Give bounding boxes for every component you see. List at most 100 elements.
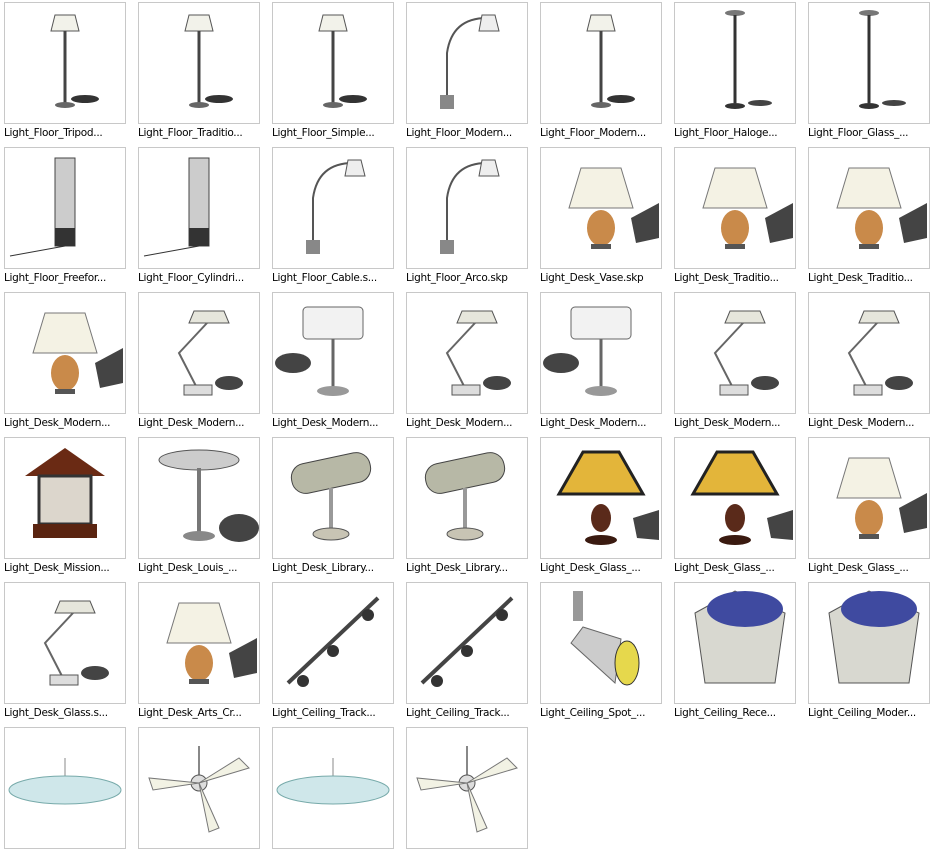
thumbnail[interactable]: [406, 147, 528, 269]
component-item[interactable]: Light_Ceiling_Moder...: [808, 582, 930, 719]
thumbnail[interactable]: [4, 2, 126, 124]
thumbnail[interactable]: [138, 437, 260, 559]
thumbnail[interactable]: [4, 727, 126, 849]
component-item[interactable]: Light_Floor_Modern...: [406, 2, 528, 139]
component-item[interactable]: Light_Floor_Traditio...: [138, 2, 260, 139]
component-item[interactable]: Light_Ceiling_Track...: [406, 582, 528, 719]
thumbnail[interactable]: [540, 582, 662, 704]
thumbnail[interactable]: [272, 437, 394, 559]
thumbnail[interactable]: [540, 147, 662, 269]
thumbnail[interactable]: [540, 292, 662, 414]
table-lamp-icon: [166, 602, 257, 684]
component-item[interactable]: Light_Floor_Freefor...: [4, 147, 126, 284]
thumbnail[interactable]: [272, 147, 394, 269]
thumbnail[interactable]: [4, 582, 126, 704]
component-item[interactable]: Light_Floor_Modern...: [540, 2, 662, 139]
mission-lamp-icon: [25, 448, 105, 538]
thumbnail[interactable]: [540, 2, 662, 124]
component-item[interactable]: Light_Ceiling_Spot_...: [540, 582, 662, 719]
thumbnail[interactable]: [272, 2, 394, 124]
thumbnail[interactable]: [674, 147, 796, 269]
item-label: Light_Ceiling_Rece...: [674, 707, 776, 719]
floor-lamp-icon: [50, 14, 99, 108]
thumbnail[interactable]: [674, 582, 796, 704]
thumbnail[interactable]: [808, 292, 930, 414]
item-label: Light_Desk_Modern...: [808, 417, 915, 429]
component-item[interactable]: Light_Desk_Modern...: [406, 292, 528, 429]
component-item[interactable]: Light_Desk_Library...: [272, 437, 394, 574]
thumbnail[interactable]: [138, 2, 260, 124]
component-item[interactable]: Light_Ceiling_Track...: [272, 582, 394, 719]
component-item[interactable]: Light_Desk_Arts_Cr...: [138, 582, 260, 719]
thumbnail[interactable]: [272, 582, 394, 704]
component-item[interactable]: Light_Floor_Cylindri...: [138, 147, 260, 284]
item-label: Light_Desk_Glass_...: [540, 562, 641, 574]
thumbnail[interactable]: [138, 292, 260, 414]
desk-arm-lamp-icon: [177, 310, 243, 396]
thumbnail[interactable]: [406, 292, 528, 414]
thumbnail[interactable]: [406, 2, 528, 124]
component-item[interactable]: Light_Desk_Modern...: [808, 292, 930, 429]
component-item[interactable]: Light_Desk_Mission...: [4, 437, 126, 574]
item-label: Light_Floor_Simple...: [272, 127, 375, 139]
component-item[interactable]: [406, 727, 528, 849]
floor-lamp-icon: [586, 14, 635, 108]
component-item[interactable]: Light_Floor_Arco.skp: [406, 147, 528, 284]
component-item[interactable]: Light_Desk_Modern...: [272, 292, 394, 429]
component-item[interactable]: [272, 727, 394, 849]
item-label: Light_Floor_Haloge...: [674, 127, 778, 139]
table-lamp-icon: [32, 312, 123, 394]
thumbnail[interactable]: [272, 727, 394, 849]
component-item[interactable]: Light_Desk_Vase.skp: [540, 147, 662, 284]
thumbnail[interactable]: [138, 727, 260, 849]
item-label: Light_Desk_Modern...: [4, 417, 111, 429]
item-label: Light_Floor_Arco.skp: [406, 272, 508, 284]
thumbnail[interactable]: [138, 582, 260, 704]
desk-arm-lamp-icon: [445, 310, 511, 396]
component-item[interactable]: Light_Desk_Traditio...: [674, 147, 796, 284]
thumbnail[interactable]: [674, 437, 796, 559]
thumbnail[interactable]: [4, 147, 126, 269]
ceiling-fan-icon: [148, 746, 250, 833]
component-item[interactable]: [138, 727, 260, 849]
component-item[interactable]: Light_Floor_Glass_...: [808, 2, 930, 139]
component-item[interactable]: Light_Ceiling_Rece...: [674, 582, 796, 719]
recessed-light-icon: [694, 590, 786, 684]
thumbnail[interactable]: [808, 2, 930, 124]
component-item[interactable]: Light_Floor_Cable.s...: [272, 147, 394, 284]
thumbnail[interactable]: [406, 437, 528, 559]
thumbnail[interactable]: [808, 147, 930, 269]
ceiling-dish-light-icon: [8, 758, 122, 805]
component-item[interactable]: Light_Desk_Glass_...: [674, 437, 796, 574]
thumbnail[interactable]: [4, 437, 126, 559]
component-item[interactable]: Light_Desk_Glass_...: [808, 437, 930, 574]
item-label: Light_Desk_Vase.skp: [540, 272, 644, 284]
thumbnail[interactable]: [138, 147, 260, 269]
thumbnail[interactable]: [808, 582, 930, 704]
component-item[interactable]: Light_Desk_Glass_...: [540, 437, 662, 574]
thumbnail[interactable]: [674, 2, 796, 124]
component-item[interactable]: Light_Desk_Library...: [406, 437, 528, 574]
component-item[interactable]: Light_Desk_Modern...: [4, 292, 126, 429]
component-item[interactable]: [4, 727, 126, 849]
item-label: Light_Desk_Traditio...: [808, 272, 913, 284]
component-item[interactable]: Light_Floor_Tripod...: [4, 2, 126, 139]
component-item[interactable]: Light_Floor_Simple...: [272, 2, 394, 139]
thumbnail[interactable]: [4, 292, 126, 414]
thumbnail[interactable]: [406, 727, 528, 849]
component-item[interactable]: Light_Desk_Modern...: [138, 292, 260, 429]
floor-arc-lamp-icon: [440, 159, 500, 254]
component-item[interactable]: Light_Desk_Louis_...: [138, 437, 260, 574]
component-item[interactable]: Light_Desk_Modern...: [540, 292, 662, 429]
thumbnail[interactable]: [272, 292, 394, 414]
component-thumbnail-grid: Light_Floor_Tripod...Light_Floor_Traditi…: [4, 2, 930, 849]
thumbnail[interactable]: [808, 437, 930, 559]
thumbnail[interactable]: [540, 437, 662, 559]
thumbnail[interactable]: [406, 582, 528, 704]
thumbnail[interactable]: [674, 292, 796, 414]
component-item[interactable]: Light_Floor_Haloge...: [674, 2, 796, 139]
component-item[interactable]: Light_Desk_Glass.s...: [4, 582, 126, 719]
column-lamp-icon: [143, 157, 210, 257]
component-item[interactable]: Light_Desk_Modern...: [674, 292, 796, 429]
component-item[interactable]: Light_Desk_Traditio...: [808, 147, 930, 284]
